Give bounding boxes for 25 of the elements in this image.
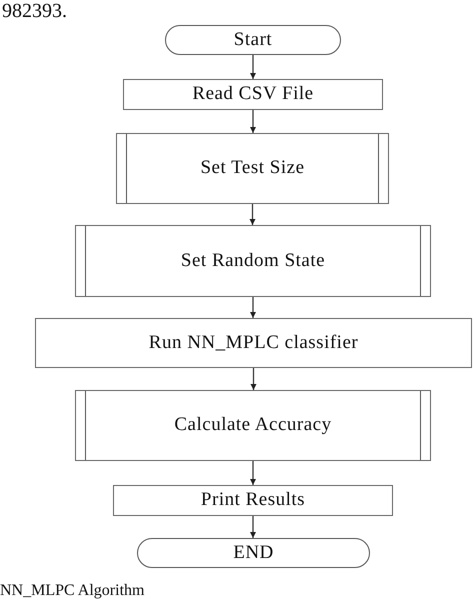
arrow bbox=[250, 110, 256, 133]
arrow bbox=[250, 461, 256, 485]
predefined-process-box bbox=[75, 390, 431, 461]
arrow bbox=[250, 55, 256, 79]
node-label: END bbox=[233, 542, 274, 564]
node-label: Start bbox=[234, 30, 272, 50]
process-box bbox=[113, 485, 393, 516]
node-label: Run NN_MPLC classifier bbox=[148, 332, 358, 354]
node-label: Print Results bbox=[200, 490, 306, 511]
process-box bbox=[35, 318, 472, 368]
predefined-process-box bbox=[116, 133, 389, 204]
predefined-process-box bbox=[75, 225, 431, 297]
arrow bbox=[250, 297, 256, 318]
process-box bbox=[123, 79, 383, 110]
terminal-shape bbox=[165, 25, 341, 55]
terminal-shape bbox=[137, 538, 370, 568]
page-number-text: 982393. bbox=[2, 1, 67, 22]
node-label: Calculate Accuracy bbox=[174, 415, 332, 436]
node-label: Set Test Size bbox=[200, 158, 305, 179]
node-label: Set Random State bbox=[180, 250, 326, 272]
arrow bbox=[250, 204, 256, 225]
node-label: Read CSV File bbox=[192, 84, 314, 105]
arrow bbox=[250, 516, 256, 538]
figure-caption: NN_MLPC Algorithm bbox=[0, 582, 144, 600]
arrow bbox=[250, 368, 256, 390]
